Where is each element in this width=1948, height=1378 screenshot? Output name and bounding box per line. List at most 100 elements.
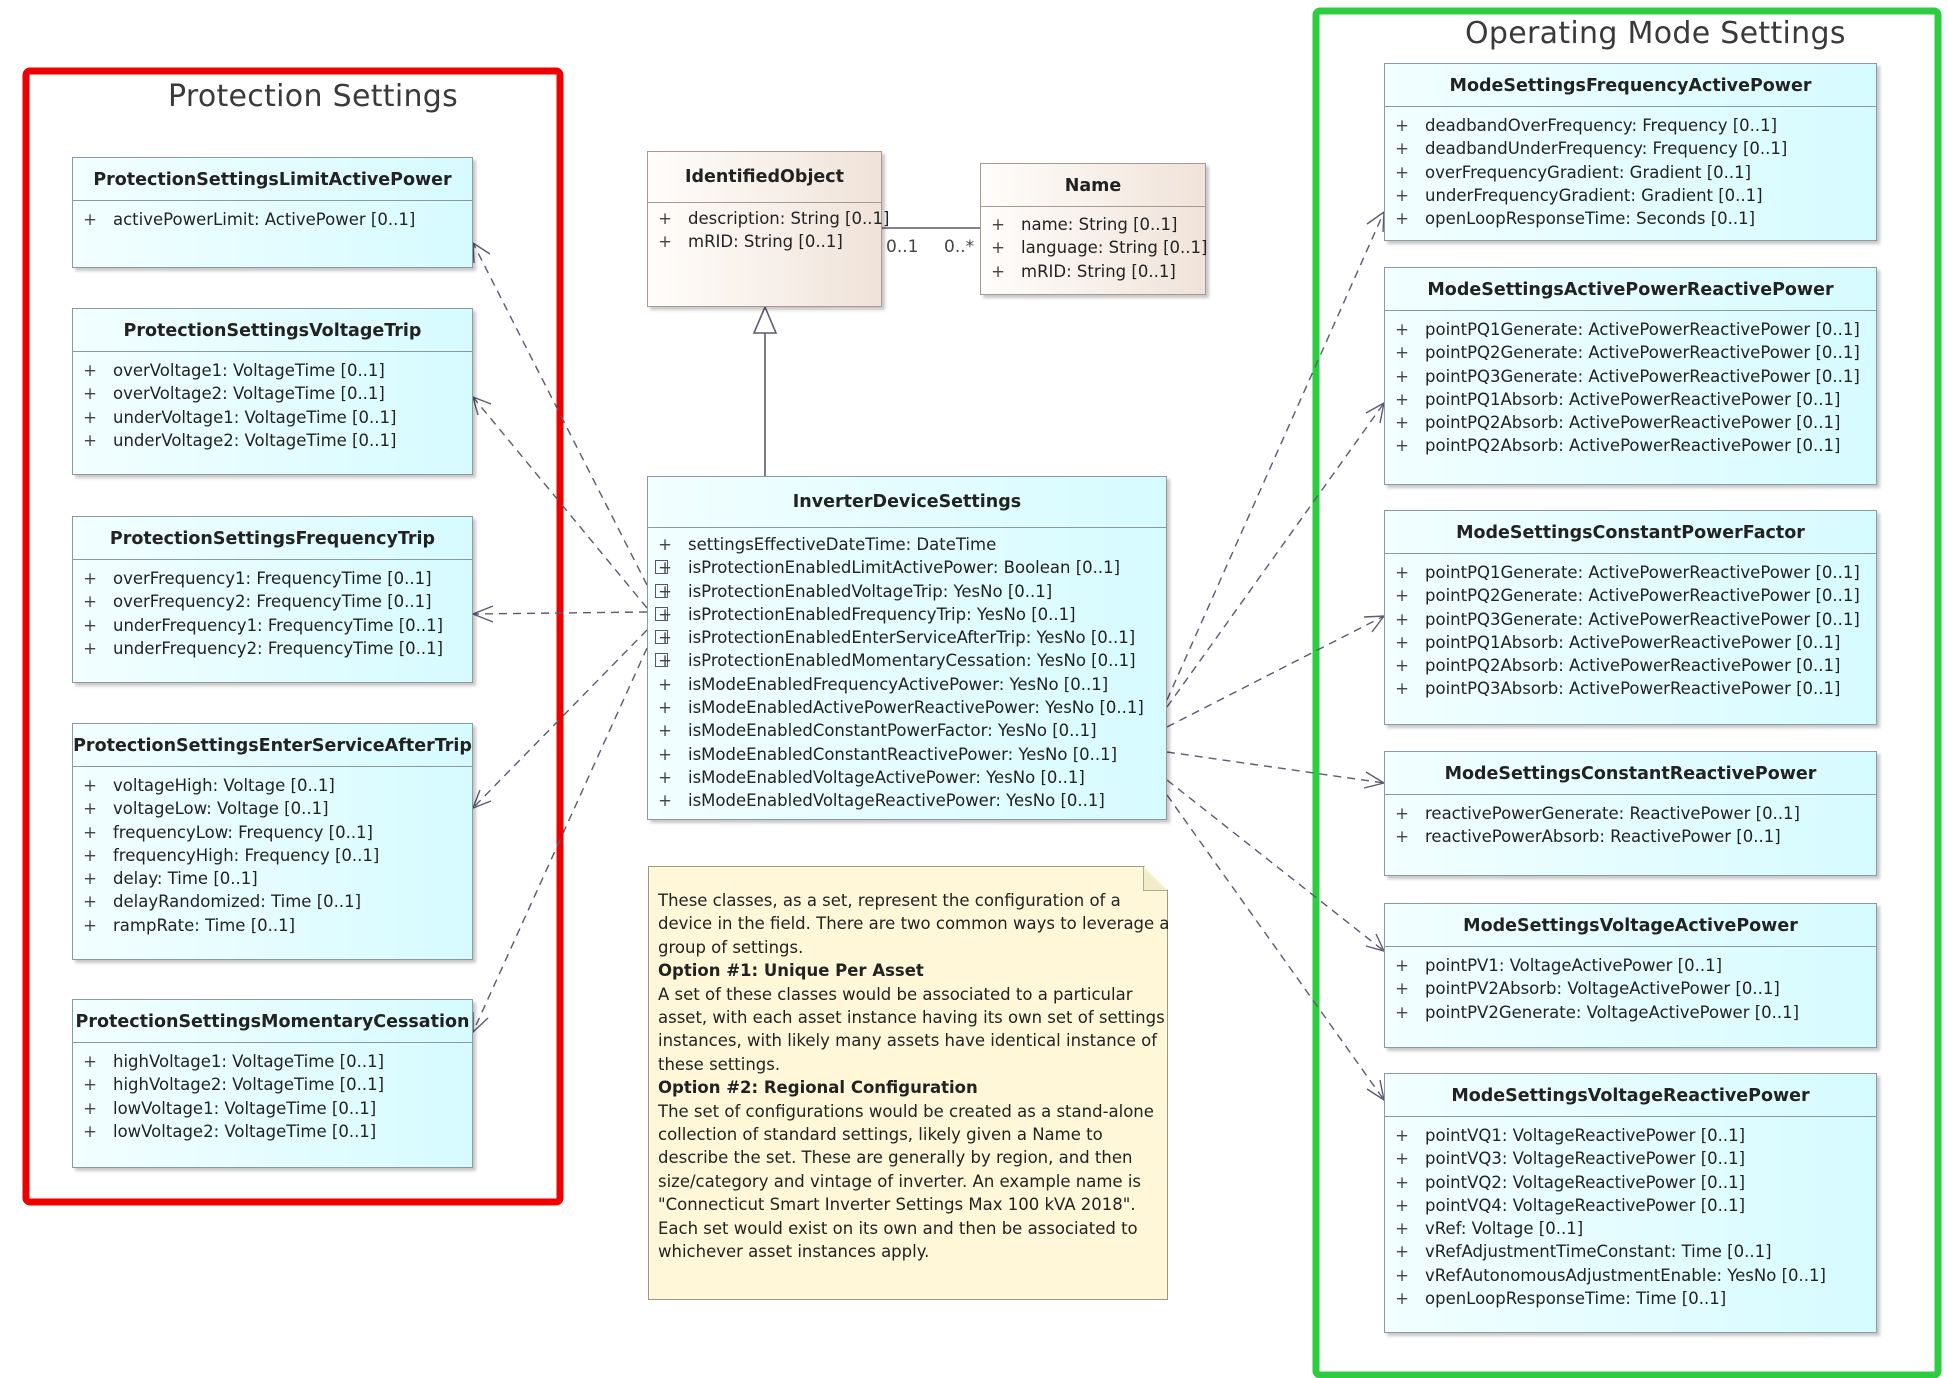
attribute: + frequencyHigh: Frequency [0..1]	[73, 844, 472, 867]
attribute: +delay: Time [0..1]	[73, 867, 472, 890]
attribute-text: underFrequency1: FrequencyTime [0..1]	[113, 615, 444, 635]
attribute-text: vRefAdjustmentTimeConstant: Time [0..1]	[1425, 1242, 1772, 1262]
visibility-symbol: +	[658, 209, 672, 228]
attribute-text: overFrequency2: FrequencyTime [0..1]	[113, 592, 432, 612]
attribute-text: vRef: Voltage [0..1]	[1425, 1219, 1584, 1239]
visibility-symbol: +	[83, 845, 97, 865]
attribute: +pointPQ1Absorb: ActivePowerReactivePowe…	[1385, 631, 1876, 654]
class-identified-object[interactable]: IdentifiedObject +description: String [0…	[647, 151, 889, 307]
attribute-text: voltageLow: Voltage [0..1]	[113, 799, 329, 819]
attribute: +pointPV2Generate: VoltageActivePower [0…	[1385, 1001, 1876, 1024]
dep-limit-active-power	[472, 242, 648, 586]
visibility-symbol: +	[83, 615, 97, 635]
attribute: +pointPQ2Absorb: ActivePowerReactivePowe…	[1385, 411, 1876, 434]
dep-voltage-reactive-power-head	[1366, 1079, 1386, 1102]
visibility-symbol: +	[1395, 139, 1409, 159]
class-mode-voltage-reactive-power[interactable]: ModeSettingsVoltageReactivePower +pointV…	[1384, 1073, 1877, 1333]
class-protection-enter-service-after-trip[interactable]: ProtectionSettingsEnterServiceAfterTrip …	[72, 723, 473, 960]
note-line: asset, with each asset instance having i…	[658, 1008, 1165, 1028]
note-line: These classes, as a set, represent the c…	[658, 891, 1121, 910]
attribute-text: isProtectionEnabledMomentaryCessation: Y…	[688, 651, 1136, 671]
attribute: +rampRate: Time [0..1]	[73, 914, 472, 937]
visibility-symbol: +	[83, 1121, 97, 1141]
visibility-symbol: +	[1395, 116, 1409, 135]
class-inverter-device-settings[interactable]: InverterDeviceSettings +settingsEffectiv…	[647, 476, 1167, 820]
visibility-symbol: +	[1395, 1219, 1409, 1239]
note-line: these settings.	[658, 1054, 781, 1074]
attribute: +pointPQ2Generate: ActivePowerReactivePo…	[1385, 584, 1876, 607]
attribute-text: pointPV2Absorb: VoltageActivePower [0..1…	[1425, 979, 1780, 999]
attribute: +overFrequency1: FrequencyTime [0..1]	[73, 567, 472, 590]
class-protection-frequency-trip[interactable]: ProtectionSettingsFrequencyTrip +overFre…	[72, 516, 473, 683]
visibility-symbol: +	[658, 558, 672, 578]
attribute-text: isModeEnabledActivePowerReactivePower: Y…	[688, 698, 1144, 718]
note-line: "Connecticut Smart Inverter Settings Max…	[658, 1195, 1136, 1215]
visibility-symbol: +	[991, 215, 1005, 234]
visibility-symbol: +	[658, 744, 672, 764]
class-title: Name	[981, 164, 1205, 207]
class-protection-momentary-cessation[interactable]: ProtectionSettingsMomentaryCessation +hi…	[72, 999, 473, 1168]
dep-active-power-reactive-power-head	[1365, 401, 1385, 424]
class-name[interactable]: Name +name: String [0..1] +language: Str…	[980, 163, 1208, 295]
attribute-text: reactivePowerGenerate: ReactivePower [0.…	[1425, 804, 1800, 823]
class-protection-voltage-trip[interactable]: ProtectionSettingsVoltageTrip +overVolta…	[72, 308, 473, 475]
port-icon	[655, 630, 668, 645]
mode-dependency-arrows	[1166, 210, 1386, 1102]
protection-settings-title: Protection Settings	[168, 79, 459, 114]
dep-voltage-active-power-head	[1365, 933, 1386, 953]
attribute: +pointPQ3Generate: ActivePowerReactivePo…	[1385, 608, 1876, 631]
attribute-text: pointPQ2Absorb: ActivePowerReactivePower…	[1425, 413, 1841, 433]
visibility-symbol: +	[991, 238, 1005, 258]
attribute: +isModeEnabledConstantPowerFactor: YesNo…	[648, 719, 1166, 742]
class-mode-constant-power-factor[interactable]: ModeSettingsConstantPowerFactor +pointPQ…	[1384, 510, 1877, 725]
note-line: size/category and vintage of inverter. A…	[658, 1171, 1142, 1191]
visibility-symbol: +	[83, 1098, 97, 1118]
attribute-text: mRID: String [0..1]	[1021, 261, 1176, 281]
visibility-symbol: +	[83, 892, 97, 912]
attribute-text: isProtectionEnabledVoltageTrip: YesNo [0…	[688, 581, 1053, 601]
attribute: +isModeEnabledVoltageReactivePower: YesN…	[648, 789, 1166, 812]
dep-voltage-reactive-power	[1166, 794, 1385, 1101]
attribute-text: isProtectionEnabledEnterServiceAfterTrip…	[688, 628, 1136, 648]
attribute-text: reactivePowerAbsorb: ReactivePower [0..1…	[1425, 827, 1781, 847]
note-line: group of settings.	[658, 937, 804, 957]
visibility-symbol: +	[1395, 320, 1409, 339]
attribute-text: isModeEnabledVoltageActivePower: YesNo […	[688, 767, 1085, 787]
visibility-symbol: +	[1395, 1265, 1409, 1285]
visibility-symbol: +	[83, 638, 97, 658]
attribute: +settingsEffectiveDateTime: DateTime	[648, 533, 1166, 556]
note-heading: Option #2: Regional Configuration	[658, 1078, 978, 1098]
class-mode-active-power-reactive-power[interactable]: ModeSettingsActivePowerReactivePower +po…	[1384, 267, 1877, 485]
attribute-text: activePowerLimit: ActivePower [0..1]	[113, 210, 416, 229]
visibility-symbol: +	[1395, 1289, 1409, 1309]
attribute-text: lowVoltage2: VoltageTime [0..1]	[113, 1121, 377, 1141]
multiplicity-left: 0..1	[886, 237, 919, 257]
attribute-text: underVoltage2: VoltageTime [0..1]	[113, 430, 397, 450]
visibility-symbol: +	[658, 767, 672, 787]
attribute-text: isModeEnabledConstantPowerFactor: YesNo …	[688, 721, 1097, 741]
visibility-symbol: +	[1395, 804, 1409, 823]
note-line: whichever asset instances apply.	[658, 1242, 930, 1262]
attribute-text: overVoltage1: VoltageTime [0..1]	[113, 361, 385, 380]
visibility-symbol: +	[658, 674, 672, 694]
note-fold-corner	[1143, 867, 1167, 891]
class-mode-frequency-active-power[interactable]: ModeSettingsFrequencyActivePower +deadba…	[1384, 63, 1877, 241]
visibility-symbol: +	[658, 698, 672, 718]
generalization-arrowhead	[752, 304, 778, 334]
attribute-text: frequencyHigh: Frequency [0..1]	[113, 845, 380, 865]
attribute-text: language: String [0..1]	[1021, 238, 1208, 258]
attribute: +isModeEnabledFrequencyActivePower: YesN…	[648, 673, 1166, 696]
dep-constant-power-factor	[1166, 615, 1385, 728]
port-icon	[655, 583, 668, 598]
attribute: +mRID: String [0..1]	[648, 230, 881, 253]
port-icon	[655, 606, 668, 621]
class-mode-voltage-active-power[interactable]: ModeSettingsVoltageActivePower +pointPV1…	[1384, 903, 1877, 1048]
class-protection-limit-active-power[interactable]: ProtectionSettingsLimitActivePower +acti…	[72, 157, 473, 268]
attribute: + vRef: Voltage [0..1]	[1385, 1217, 1876, 1240]
attribute-text: pointVQ4: VoltageReactivePower [0..1]	[1425, 1195, 1746, 1215]
attribute-text: mRID: String [0..1]	[688, 232, 843, 252]
operating-mode-settings-title: Operating Mode Settings	[1465, 16, 1846, 51]
class-mode-constant-reactive-power[interactable]: ModeSettingsConstantReactivePower +react…	[1384, 751, 1877, 876]
attribute: +vRefAdjustmentTimeConstant: Time [0..1]	[1385, 1240, 1876, 1263]
dep-active-power-reactive-power	[1166, 402, 1385, 708]
